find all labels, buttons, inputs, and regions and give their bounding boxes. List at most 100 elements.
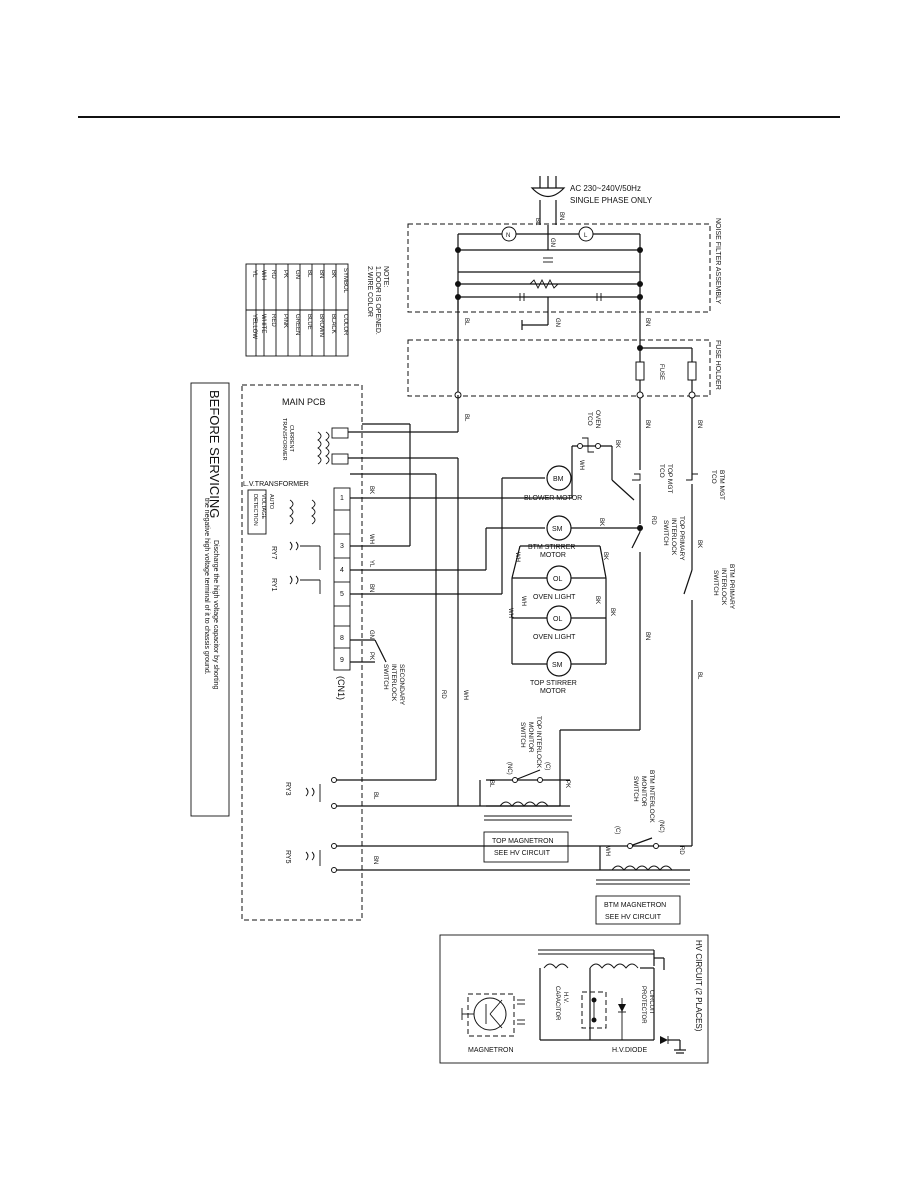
- note-title: NOTE:: [382, 266, 389, 287]
- noise-filter-network: [455, 225, 643, 330]
- btm-monitor-1: BTM INTERLOCK: [648, 770, 655, 823]
- avd-line-2: VOLTAGE: [260, 494, 266, 519]
- btm-primary-3: SWITCH: [712, 570, 719, 596]
- btm-magnetron-2: SEE HV CIRCUIT: [605, 914, 662, 921]
- avd-box: [247, 489, 267, 535]
- tco-bk: BK: [614, 440, 620, 448]
- pin-8: 8: [340, 635, 344, 642]
- blower-motor: [546, 465, 572, 491]
- lv-transformer-label: L.V.TRANSFORMER: [243, 481, 309, 488]
- power-plug: [530, 176, 566, 225]
- noise-filter-label: NOISE FILTER ASSEMBLY: [714, 218, 721, 304]
- hv-protector-1: CIRCUIT: [648, 990, 654, 1015]
- oven-light-1: OVEN LIGHT: [533, 594, 576, 601]
- table-sym: GN: [294, 270, 300, 279]
- current-transformer: [317, 427, 349, 465]
- cn1-wh: WH: [368, 534, 374, 544]
- cn1-bk: BK: [368, 486, 374, 494]
- main-pcb-box: [241, 384, 363, 921]
- table-sym: RD: [270, 270, 276, 279]
- btm-monitor-rd: RD: [678, 846, 684, 855]
- stirrer-wh-1: WH: [514, 552, 520, 562]
- hv-magnetron: MAGNETRON: [468, 1047, 514, 1054]
- rd-wire: RD: [440, 690, 446, 699]
- fuse-bn-2: BN: [696, 420, 702, 428]
- cn1-gn: GN: [368, 630, 374, 639]
- filter-out-bl: BL: [463, 318, 469, 326]
- avd-line-1: AUTO: [268, 494, 274, 510]
- oven-tco-1: OVEN: [594, 410, 601, 429]
- ct-label-2: TRANSFORMER: [281, 418, 287, 461]
- top-monitor-2: MONITOR: [527, 722, 534, 753]
- line-label: L: [584, 233, 588, 239]
- pin-1: 1: [340, 495, 344, 502]
- filter-out-gn: GN: [554, 318, 560, 327]
- lv-transformer: [289, 499, 316, 525]
- ol-symbol-2: OL: [553, 616, 562, 623]
- top-primary-3: SWITCH: [662, 520, 669, 546]
- table-sym: PK: [282, 270, 288, 278]
- btm-tco-bk: BK: [696, 540, 702, 548]
- cn1-pk: PK: [368, 652, 374, 660]
- hv-network: [461, 949, 686, 1054]
- wire-color-table: [245, 263, 349, 357]
- oven-tco: [571, 437, 612, 498]
- warning-title: BEFORE SERVICING: [207, 390, 222, 518]
- top-stirrer-1: TOP STIRRER: [530, 680, 577, 687]
- light-wh-2: WH: [507, 608, 513, 618]
- hv-diode: H.V.DIODE: [612, 1047, 647, 1054]
- table-color: RED: [270, 314, 276, 327]
- pin-4: 4: [340, 567, 344, 574]
- noise-filter-box: [407, 223, 711, 313]
- fuse-holder-box: [407, 339, 711, 397]
- relay-ry3: RY3: [284, 782, 291, 796]
- top-primary-interlock: [559, 528, 641, 806]
- btm-primary-2: INTERLOCK: [720, 568, 727, 606]
- cn1-connector: [333, 487, 351, 671]
- filter-out-bn: BN: [644, 318, 650, 326]
- cn1-yl: YL: [368, 560, 374, 568]
- hv-capacitor-2: CAPACITOR: [554, 986, 560, 1021]
- relay-ry5: RY5: [284, 850, 291, 864]
- top-primary-rd: RD: [650, 516, 656, 525]
- secondary-interlock-3: SWITCH: [382, 664, 389, 690]
- btm-stirrer-1: BTM STIRRER: [528, 544, 575, 551]
- power-phase: SINGLE PHASE ONLY: [570, 196, 653, 205]
- secondary-interlock-1: SECONDARY: [398, 664, 405, 706]
- pin-3: 3: [340, 543, 344, 550]
- btm-primary-1: BTM PRIMARY: [728, 564, 735, 610]
- top-magnetron-1: TOP MAGNETRON: [492, 838, 554, 845]
- ry3-bl: BL: [372, 792, 378, 800]
- btm-monitor-2: MONITOR: [640, 776, 647, 807]
- fuse-label: FUSE: [658, 364, 664, 380]
- secondary-interlock-2: INTERLOCK: [390, 664, 397, 702]
- warning-box: [190, 382, 230, 817]
- table-color: WHITE: [260, 314, 266, 333]
- top-monitor-switch: [479, 769, 572, 821]
- table-sym: BL: [306, 270, 312, 278]
- top-mgt-tco-1: TOP MGT: [666, 464, 673, 493]
- fuses: [454, 297, 697, 480]
- main-pcb-label: MAIN PCB: [282, 397, 326, 407]
- cn1-label: (CN1): [336, 676, 346, 700]
- table-color: GREEN: [294, 314, 300, 335]
- table-header-symbol: SYMBOL: [342, 268, 348, 294]
- table-header-color: COLOR: [342, 314, 348, 336]
- table-color: BLACK: [330, 314, 336, 334]
- stirrer-bk-1: BK: [598, 518, 604, 526]
- pin-5: 5: [340, 591, 344, 598]
- fuse-bn-1: BN: [644, 420, 650, 428]
- top-monitor-bl: BL: [488, 780, 494, 788]
- top-primary-bn: BN: [644, 632, 650, 640]
- table-sym: YL: [251, 270, 257, 278]
- oven-light-2: OVEN LIGHT: [533, 634, 576, 641]
- ol-symbol-1: OL: [553, 576, 562, 583]
- btm-mgt-tco-2: TCO: [710, 470, 717, 484]
- warning-line-1: Discharge the high voltage capacitor by …: [212, 540, 219, 690]
- top-monitor-nc: (NC): [506, 762, 512, 775]
- wire-label-bn: BN: [558, 212, 564, 220]
- neutral-label: N: [506, 233, 510, 239]
- hv-title: HV CIRCUIT (2 PLACES): [694, 940, 703, 1032]
- oven-tco-2: TCO: [586, 412, 593, 426]
